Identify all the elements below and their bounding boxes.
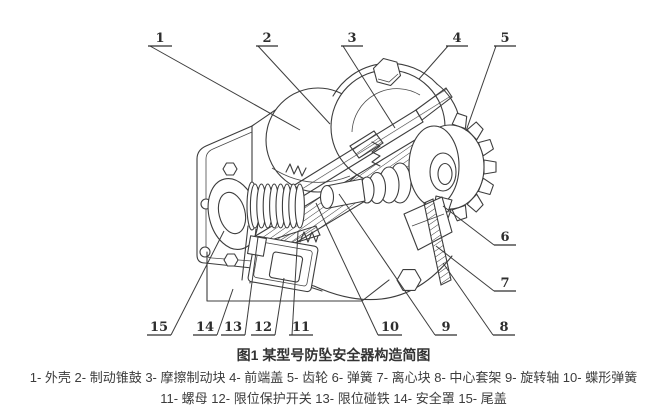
callout-label-15: 15 [150,320,168,335]
callout-leader-2 [257,45,331,125]
gear [408,112,497,222]
tail-cover [207,178,259,250]
callout-leader-6 [442,205,495,246]
callout-leader-5 [465,45,497,132]
bottom-hex-bolt [396,269,422,291]
callout-leader-13 [244,236,259,336]
callout-leader-8 [442,262,494,336]
callout-leader-4 [418,45,449,80]
safety-cover [206,251,390,302]
callout-leader-12 [274,277,285,336]
callout-leader-7 [435,245,495,292]
callout-label-10: 10 [381,320,399,335]
legend-line-1: 1- 外壳 2- 制动锥鼓 3- 摩擦制动块 4- 前端盖 5- 齿轮 6- 弹… [29,370,638,385]
callout-leader-3 [342,45,396,129]
callout-leader-14 [216,288,234,336]
callout-label-4: 4 [452,31,461,46]
callout-label-14: 14 [196,320,214,335]
callout-label-7: 7 [500,276,509,291]
callout-label-13: 13 [224,320,242,335]
rotating-shaft [319,162,412,210]
legend-line-2: 11- 螺母 12- 限位保护开关 13- 限位碰铁 14- 安全罩 15- 尾… [160,391,507,406]
callout-label-12: 12 [254,320,272,335]
disc-spring-stack [246,181,305,231]
callout-label-3: 3 [347,31,356,46]
callout-leader-15 [170,230,225,336]
callout-label-9: 9 [441,320,450,335]
switch-box [241,225,319,293]
callout-label-11: 11 [292,320,310,335]
callout-leader-1 [149,45,301,131]
callout-label-6: 6 [500,230,509,245]
top-hex-bolt [372,57,402,87]
callout-label-2: 2 [262,31,271,46]
figure-caption: 图1 某型号防坠安全器构造简图 [236,347,431,363]
callout-leader-11 [291,231,299,336]
center-sleeve-hatch [313,198,453,301]
callout-label-5: 5 [500,31,509,46]
callout-label-8: 8 [499,320,508,335]
callout-leader-9 [338,193,436,336]
callout-label-1: 1 [155,31,164,46]
callout-leader-10 [315,202,379,336]
spring-zigzags [285,130,384,243]
